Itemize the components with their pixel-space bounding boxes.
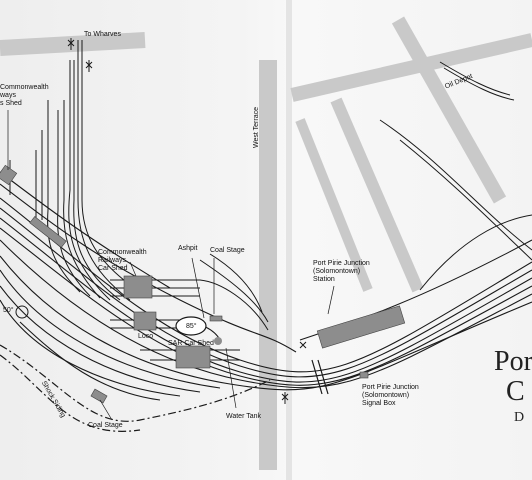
angle-50-label: 50°	[3, 307, 14, 314]
turntable-left	[15, 305, 29, 319]
to-wharves-label: To Wharves	[84, 31, 121, 38]
diagonal-street-right	[391, 16, 507, 204]
title-fragment-1: Por	[494, 346, 532, 377]
streets	[0, 16, 532, 470]
coal-stage-bottom-label: Coal Stage	[88, 422, 123, 429]
commonwealth-shed-label: Commonwealth ways s Shed	[0, 84, 49, 107]
ashpit-label: Ashpit	[178, 245, 198, 252]
junction-station-label: Port Pirie Junction (Solomontown) Statio…	[313, 260, 370, 283]
angle-85-label: 85°	[186, 323, 197, 330]
loco-shed	[133, 311, 157, 331]
leader-station	[327, 285, 335, 315]
coal-stage-top-label: Coal Stage	[210, 247, 245, 254]
water-tank-marker	[214, 337, 222, 345]
leader-coal-stage-bottom	[99, 399, 113, 421]
sar-car-shed-label: SAR Car Shed	[168, 340, 214, 347]
loco-label: Loco	[138, 333, 154, 340]
title-fragment-3: D	[514, 410, 525, 425]
turntable	[175, 316, 207, 336]
buildings	[0, 164, 406, 404]
coal-stage-bottom-building	[90, 388, 108, 404]
water-tank-label: Water Tank	[226, 413, 262, 420]
signals	[67, 38, 307, 404]
leader-water-tank	[225, 347, 237, 409]
yard-building	[29, 216, 67, 248]
commonwealth-car-shed-label: Commonwealth Railways Car Shed	[98, 249, 147, 272]
east-street	[290, 33, 532, 102]
commonwealth-car-shed	[123, 275, 153, 299]
wharf-sidings	[9, 40, 141, 301]
leader-ashpit	[191, 257, 205, 319]
west-terrace-label: West Terrace	[253, 107, 260, 148]
coal-stage-building	[209, 315, 223, 322]
diagonal-street-left	[295, 118, 373, 292]
leader-car-shed	[129, 261, 137, 277]
dash-dot-lines	[0, 344, 271, 432]
signal-box-label: Port Pirie Junction (Solomontown) Signal…	[362, 384, 419, 407]
commonwealth-loco-shed	[0, 164, 18, 186]
sar-car-shed	[175, 345, 211, 369]
signal-box-building	[359, 371, 369, 379]
title-fragment-2: C	[506, 376, 525, 407]
page-gutter	[286, 0, 292, 480]
level-crossing	[311, 359, 329, 395]
diagonal-street-mid	[330, 97, 424, 293]
leader-lines	[7, 110, 335, 421]
junction-station-building	[316, 305, 406, 349]
